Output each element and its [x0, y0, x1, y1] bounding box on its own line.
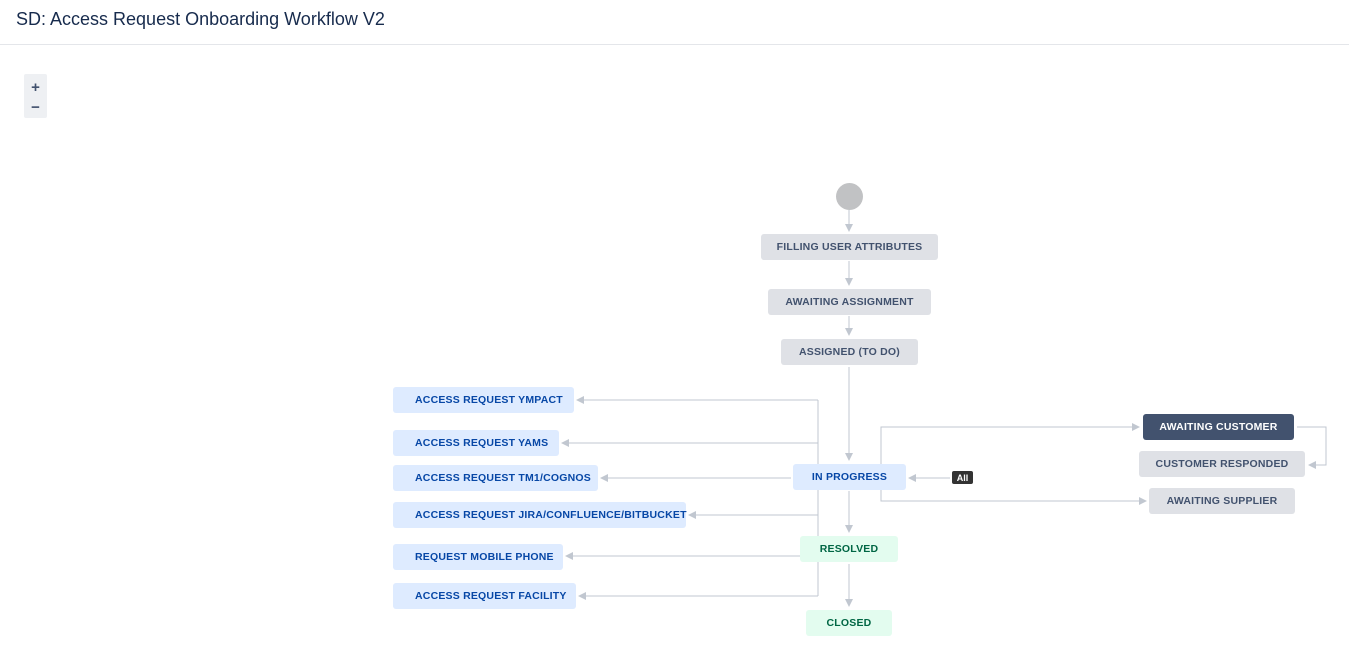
status-assigned-to-do[interactable]: ASSIGNED (TO DO)	[781, 339, 918, 365]
status-filling-user-attributes[interactable]: FILLING USER ATTRIBUTES	[761, 234, 938, 260]
zoom-out-button[interactable]: −	[31, 98, 40, 116]
status-awaiting-customer[interactable]: AWAITING CUSTOMER	[1143, 414, 1294, 440]
global-transition-badge[interactable]: All	[952, 471, 973, 484]
status-customer-responded[interactable]: CUSTOMER RESPONDED	[1139, 451, 1305, 477]
status-awaiting-supplier[interactable]: AWAITING SUPPLIER	[1149, 488, 1295, 514]
start-node	[836, 183, 863, 210]
status-access-request-facility[interactable]: ACCESS REQUEST FACILITY	[393, 583, 576, 609]
page-header: SD: Access Request Onboarding Workflow V…	[0, 0, 1349, 45]
status-access-request-jira[interactable]: ACCESS REQUEST JIRA/CONFLUENCE/BITBUCKET	[393, 502, 686, 528]
status-access-request-tm1-cognos[interactable]: ACCESS REQUEST TM1/COGNOS	[393, 465, 598, 491]
connector-to-awaiting-customer	[880, 423, 1140, 465]
status-access-request-yams[interactable]: ACCESS REQUEST YAMS	[393, 430, 559, 456]
status-awaiting-assignment[interactable]: AWAITING ASSIGNMENT	[768, 289, 931, 315]
zoom-controls: + −	[24, 74, 47, 118]
status-access-request-ympact[interactable]: ACCESS REQUEST YMPACT	[393, 387, 574, 413]
connector-to-awaiting-supplier	[880, 490, 1147, 505]
zoom-in-button[interactable]: +	[31, 78, 40, 96]
status-resolved[interactable]: RESOLVED	[800, 536, 898, 562]
status-in-progress[interactable]: IN PROGRESS	[793, 464, 906, 490]
page-title: SD: Access Request Onboarding Workflow V…	[16, 9, 385, 29]
status-closed[interactable]: CLOSED	[806, 610, 892, 636]
connector-customer-loop	[1297, 426, 1327, 469]
status-request-mobile-phone[interactable]: REQUEST MOBILE PHONE	[393, 544, 563, 570]
